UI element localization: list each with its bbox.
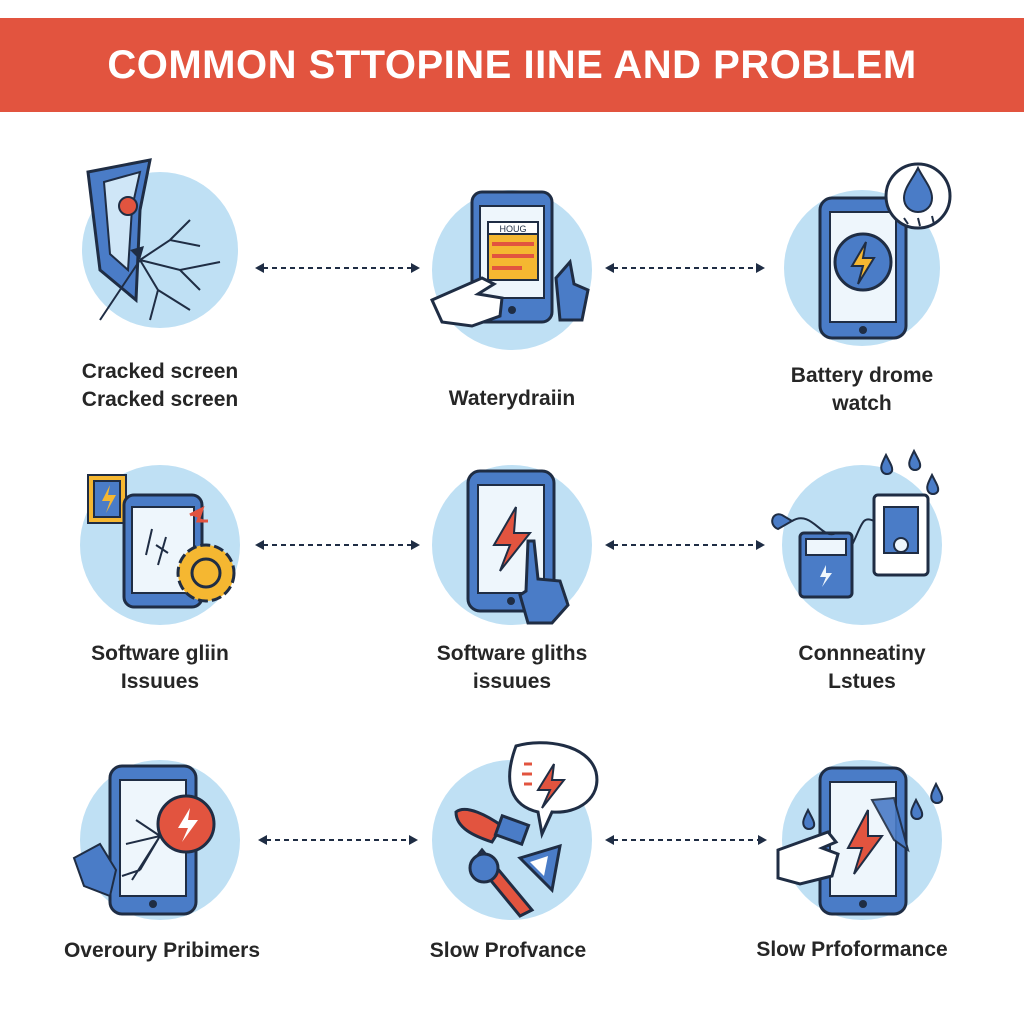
item-tools-speech bbox=[392, 740, 632, 940]
item-label-tools-speech: Slow Profvance bbox=[429, 939, 587, 962]
item-phone-bolt-touch bbox=[392, 445, 632, 645]
item-phone-touch: HOUG bbox=[392, 170, 632, 370]
cracked-alert-icon bbox=[72, 760, 240, 920]
screen-label: HOUG bbox=[500, 224, 527, 234]
item-label-phone-bolt-touch: Software gliths issuues bbox=[436, 642, 588, 693]
cracked-screen-icon bbox=[82, 158, 238, 328]
connector-arrow bbox=[605, 832, 767, 848]
connector-battery-icon bbox=[771, 448, 942, 625]
item-connector-battery bbox=[742, 445, 982, 645]
connector-arrow bbox=[255, 537, 420, 553]
item-label-cracked-alert: Overoury Pribimers bbox=[63, 939, 261, 962]
connector-arrow bbox=[605, 537, 765, 553]
item-cracked-alert bbox=[40, 740, 280, 940]
phone-drops-icon bbox=[776, 760, 944, 920]
connector-arrow bbox=[605, 260, 765, 276]
item-label-connector-battery: Connneatiny Lstues bbox=[798, 642, 926, 693]
page-title: COMMON STTOPINE IINE AND PROBLEM bbox=[107, 42, 917, 87]
software-gear-icon bbox=[80, 465, 240, 625]
tools-speech-icon bbox=[432, 741, 599, 920]
battery-water-icon bbox=[784, 162, 952, 346]
item-label-battery-water: Battery drome watch bbox=[790, 364, 934, 415]
phone-bolt-touch-icon bbox=[432, 465, 592, 625]
connector-arrow bbox=[258, 832, 418, 848]
item-label-phone-drops: Slow Prfoformance bbox=[756, 938, 948, 961]
connector-arrow bbox=[255, 260, 420, 276]
item-label-phone-touch: Waterydraiin bbox=[448, 387, 576, 410]
item-software-gear bbox=[40, 445, 280, 645]
item-battery-water bbox=[742, 150, 982, 350]
item-phone-drops bbox=[742, 740, 982, 940]
title-banner: COMMON STTOPINE IINE AND PROBLEM bbox=[0, 18, 1024, 112]
phone-touch-icon: HOUG bbox=[430, 190, 592, 350]
item-label-software-gear: Software gliin Issuues bbox=[91, 642, 229, 693]
item-cracked-screen bbox=[40, 150, 280, 350]
item-label-cracked-screen: Cracked screen Cracked screen bbox=[81, 360, 239, 411]
